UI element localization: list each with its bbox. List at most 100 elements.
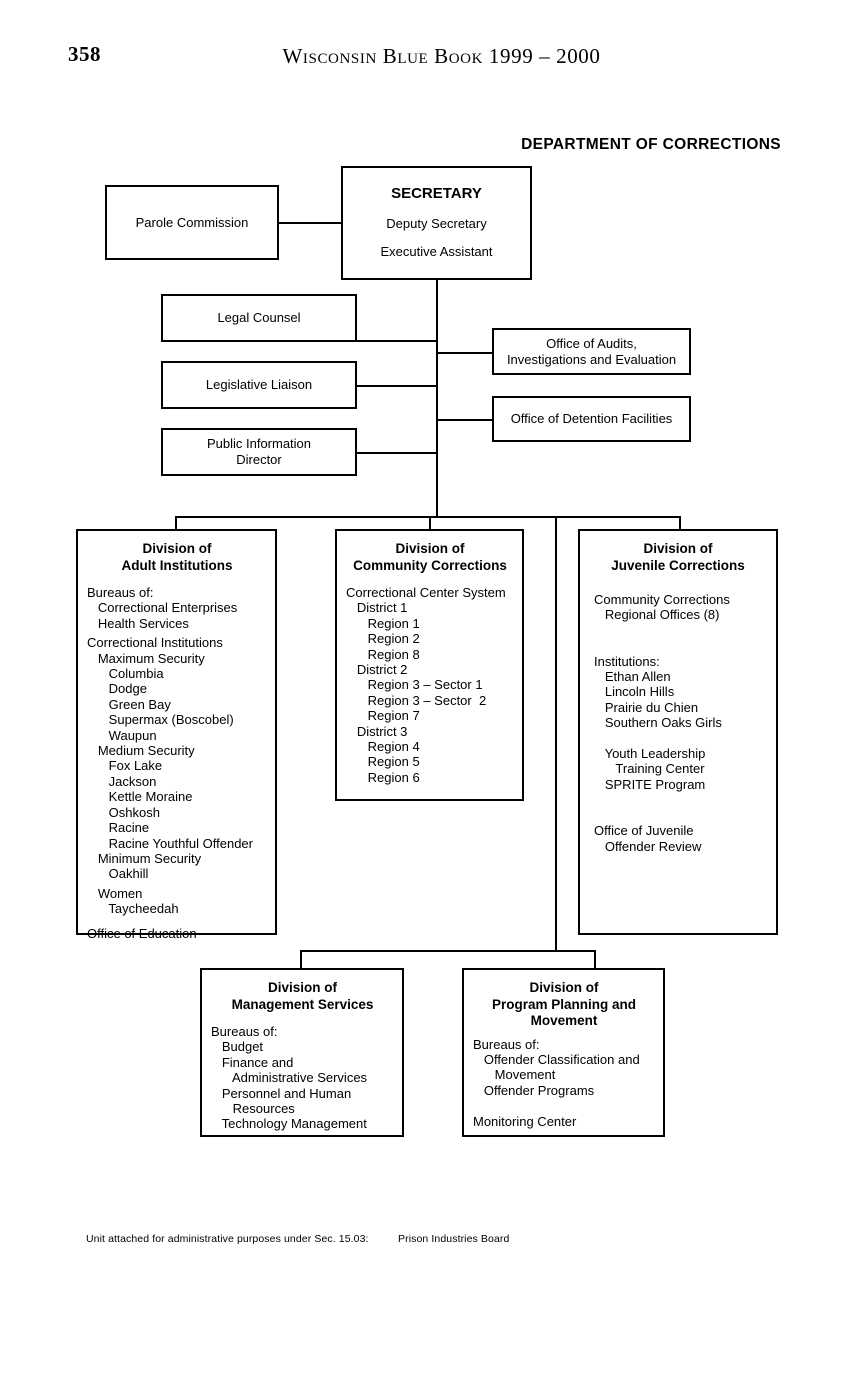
- list-item: Finance and: [211, 1054, 294, 1070]
- box-division-community-corrections[interactable]: Division of Community Corrections Correc…: [335, 529, 524, 801]
- list-item: Columbia: [87, 666, 164, 682]
- list-item: [594, 638, 768, 653]
- list-item: District 3: [346, 723, 408, 739]
- list-item: Racine Youthful Offender: [87, 835, 253, 851]
- list-item: Oshkosh: [87, 804, 160, 820]
- footnote: Unit attached for administrative purpose…: [86, 1233, 509, 1245]
- list-item: Region 4: [346, 739, 420, 755]
- list-item: Offender Programs: [473, 1082, 595, 1098]
- community-title-2: Community Corrections: [353, 557, 507, 573]
- box-legal-counsel[interactable]: Legal Counsel: [161, 294, 357, 342]
- list-item: Administrative Services: [211, 1070, 368, 1086]
- list-item: Personnel and Human: [211, 1085, 352, 1101]
- office-audits-label-1: Office of Audits,: [546, 335, 637, 351]
- list-item: Community Corrections: [594, 592, 730, 607]
- list-item: Region 1: [346, 615, 420, 631]
- adult-title-2: Adult Institutions: [121, 557, 233, 573]
- program-items-list: Bureaus of: Offender Classification and …: [473, 1037, 655, 1129]
- list-item: Ethan Allen: [594, 669, 671, 685]
- list-item: [594, 623, 768, 638]
- box-secretary[interactable]: SECRETARY Deputy Secretary Executive Ass…: [341, 166, 532, 280]
- list-item: Region 2: [346, 631, 420, 647]
- secretary-title: SECRETARY: [391, 185, 482, 202]
- office-detention-label: Office of Detention Facilities: [510, 411, 673, 426]
- connector-lower-bar: [300, 950, 596, 952]
- footnote-text: Unit attached for administrative purpose…: [86, 1233, 369, 1245]
- list-item: Correctional Enterprises: [87, 600, 238, 616]
- list-item: Maximum Security: [87, 650, 205, 666]
- connector-division-bar: [175, 516, 681, 518]
- community-items-list: Correctional Center System District 1 Re…: [346, 585, 514, 785]
- community-title-1: Division of: [395, 541, 465, 556]
- box-division-management-services[interactable]: Division of Management Services Bureaus …: [200, 968, 404, 1137]
- management-title-2: Management Services: [231, 996, 374, 1012]
- management-title-1: Division of: [267, 980, 337, 995]
- box-office-of-detention-facilities[interactable]: Office of Detention Facilities: [492, 396, 691, 442]
- list-item: [594, 731, 768, 746]
- list-item: Prairie du Chien: [594, 699, 699, 715]
- list-item: Women: [87, 885, 143, 901]
- list-item: Fox Lake: [87, 758, 163, 774]
- management-items-list: Bureaus of: Budget Finance and Administr…: [211, 1024, 394, 1132]
- list-item: Minimum Security: [87, 850, 202, 866]
- list-item: Monitoring Center: [473, 1113, 577, 1129]
- list-item: Movement: [473, 1067, 556, 1083]
- list-item: Oakhill: [87, 866, 149, 882]
- list-item: Resources: [211, 1101, 295, 1117]
- juvenile-title-1: Division of: [643, 541, 713, 556]
- connector-parole: [277, 222, 343, 224]
- list-item: Regional Offices (8): [594, 607, 720, 623]
- box-office-of-audits[interactable]: Office of Audits, Investigations and Eva…: [492, 328, 691, 375]
- list-item: Correctional Center System: [346, 585, 506, 600]
- program-title-2: Program Planning and: [491, 996, 637, 1012]
- list-item: Offender Review: [594, 838, 702, 854]
- executive-assistant-label: Executive Assistant: [380, 244, 493, 259]
- list-item: Offender Classification and: [473, 1051, 640, 1067]
- connector-legislative-liaison: [356, 385, 438, 387]
- box-public-information-director[interactable]: Public Information Director: [161, 428, 357, 476]
- list-item: SPRITE Program: [594, 776, 706, 792]
- connector-office-audits: [436, 352, 494, 354]
- connector-lower-feed: [555, 516, 557, 952]
- adult-items-list: Bureaus of: Correctional Enterprises Hea…: [87, 585, 267, 941]
- page-number: 358: [68, 42, 101, 66]
- list-item: Region 8: [346, 646, 420, 662]
- connector-drop-community: [429, 516, 431, 530]
- connector-spine: [436, 280, 438, 517]
- list-item: Waupun: [87, 727, 157, 743]
- program-title-1: Division of: [529, 980, 599, 995]
- list-item: Office of Education: [87, 925, 197, 941]
- connector-legal-counsel: [356, 340, 438, 342]
- list-item: Dodge: [87, 681, 147, 697]
- list-item: Region 7: [346, 708, 420, 724]
- list-item: Green Bay: [87, 696, 171, 712]
- adult-title-1: Division of: [142, 541, 212, 556]
- legal-counsel-label: Legal Counsel: [217, 310, 301, 325]
- program-title-3: Movement: [530, 1013, 598, 1028]
- list-item: Region 5: [346, 754, 420, 770]
- chart-title: DEPARTMENT OF CORRECTIONS: [521, 136, 781, 153]
- connector-drop-management: [300, 950, 302, 969]
- list-item: District 1: [346, 600, 408, 616]
- list-item: Bureaus of:: [211, 1024, 278, 1039]
- box-parole-commission[interactable]: Parole Commission: [105, 185, 279, 260]
- list-item: Youth Leadership: [594, 746, 706, 762]
- juvenile-title-2: Juvenile Corrections: [611, 557, 745, 573]
- list-item: Jackson: [87, 773, 157, 789]
- connector-drop-program: [594, 950, 596, 969]
- deputy-secretary-label: Deputy Secretary: [386, 216, 487, 231]
- list-item: [594, 808, 768, 823]
- list-item: Kettle Moraine: [87, 789, 193, 805]
- list-item: Correctional Institutions: [87, 635, 223, 651]
- list-item: Southern Oaks Girls: [594, 715, 722, 731]
- list-item: Technology Management: [211, 1116, 367, 1132]
- book-header: Wisconsin Blue Book 1999 – 2000: [282, 44, 601, 68]
- box-legislative-liaison[interactable]: Legislative Liaison: [161, 361, 357, 409]
- box-division-juvenile-corrections[interactable]: Division of Juvenile Corrections Communi…: [578, 529, 778, 935]
- office-audits-label-2: Investigations and Evaluation: [506, 351, 677, 367]
- box-division-program-planning[interactable]: Division of Program Planning and Movemen…: [462, 968, 665, 1137]
- list-item: Training Center: [594, 761, 705, 777]
- box-division-adult-institutions[interactable]: Division of Adult Institutions Bureaus o…: [76, 529, 277, 941]
- legislative-liaison-label: Legislative Liaison: [205, 377, 313, 392]
